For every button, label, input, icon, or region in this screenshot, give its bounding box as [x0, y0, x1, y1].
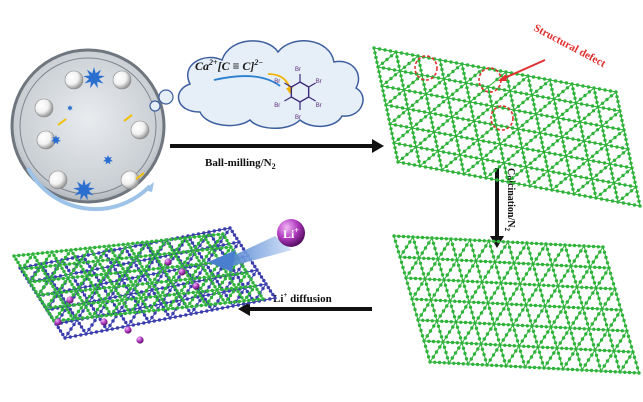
svg-text:Br: Br — [295, 67, 301, 73]
star-burst-icon — [103, 155, 113, 165]
ball-milling-label: Ball-milling/N2 — [205, 157, 276, 171]
milling-ball-icon — [130, 120, 150, 140]
upper-lithiated-sheet — [12, 232, 265, 323]
thought-cloud-icon — [149, 40, 364, 129]
li-ion-beam — [208, 236, 292, 272]
li-ion-dot — [54, 318, 62, 326]
li-diffusion-arrow — [238, 302, 372, 316]
calcined-graphdiyne-sheet — [392, 234, 641, 375]
intercalated-li-ions — [54, 258, 200, 344]
milling-ball-icon — [36, 130, 56, 150]
milling-ball-icon — [48, 170, 68, 190]
star-burst-icon — [83, 67, 105, 89]
calcium-charge: 2+ — [208, 58, 218, 67]
star-burst-icon — [51, 135, 61, 145]
svg-text:Li+: Li+ — [283, 226, 299, 241]
ball-milling-arrow — [170, 139, 384, 153]
svg-text:Br: Br — [274, 103, 280, 109]
svg-text:Br: Br — [274, 79, 280, 85]
milling-ball-icon — [64, 70, 84, 90]
li-ion-dot — [124, 326, 132, 334]
acetylide-label: [C ≡ C] — [218, 59, 255, 73]
li-ion-dot — [136, 336, 144, 344]
star-burst-splashes — [51, 67, 113, 201]
svg-text:Br: Br — [316, 103, 322, 109]
li-ion-dot — [164, 258, 172, 266]
reaction-formula: Ca2+[C ≡ C]2− — [195, 58, 293, 94]
calcination-label: Calcination/N2 — [503, 168, 516, 231]
li-ion-dot — [178, 268, 186, 276]
li-diffusion-label: Li+ diffusion — [273, 291, 332, 305]
milling-ball-icon — [34, 98, 54, 118]
li-ion-dot — [192, 282, 200, 290]
svg-text:Br: Br — [316, 79, 322, 85]
acetylide-charge: 2− — [253, 58, 263, 67]
star-burst-icon — [73, 179, 95, 201]
li-ion-dot — [66, 296, 74, 304]
structural-defect-markers — [414, 55, 546, 131]
star-burst-icon — [67, 105, 73, 111]
milling-ball-icon — [120, 170, 140, 190]
li-ion-dot — [100, 318, 108, 326]
svg-text:Ca2+[C ≡ C]2−: Ca2+[C ≡ C]2− — [195, 58, 263, 73]
calcium-label: Ca — [195, 59, 209, 73]
milling-ball-icon — [112, 70, 132, 90]
svg-text:Br: Br — [295, 115, 301, 121]
structural-defect-label: Structural defect — [532, 22, 608, 70]
lithium-ion-sphere-icon: Li+ — [277, 219, 305, 247]
milling-balls — [34, 70, 150, 190]
defective-graphdiyne-sheet — [372, 46, 642, 208]
